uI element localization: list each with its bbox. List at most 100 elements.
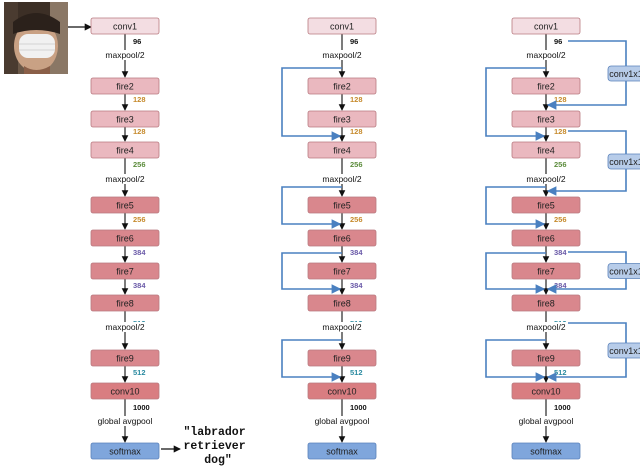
layer-fire5-box — [307, 196, 377, 214]
layer-conv1-label: conv1 — [534, 22, 558, 32]
conv1x1-label: conv1x1 — [609, 267, 640, 277]
channel-count: 384 — [350, 248, 363, 257]
channel-count: 256 — [350, 160, 363, 169]
conv1x1-label: conv1x1 — [609, 69, 640, 79]
layer-fire3-box — [90, 110, 160, 128]
bypass-connection — [281, 252, 342, 294]
prediction-line-2: retriever — [183, 440, 245, 453]
layer-fire3-box — [511, 110, 581, 128]
layer-conv1-label: conv1 — [113, 22, 137, 32]
layer-conv1-box — [90, 17, 160, 35]
layer-conv1-label: conv1 — [330, 22, 354, 32]
layer-fire5-box — [90, 196, 160, 214]
channel-count: 256 — [133, 160, 146, 169]
complex-bypass-in — [568, 40, 627, 66]
op-label-bg — [512, 416, 580, 426]
op-label-bg — [524, 322, 568, 332]
layer-fire3-label: fire3 — [333, 115, 351, 125]
channel-count: 128 — [133, 127, 146, 136]
conv1x1-box — [607, 342, 640, 359]
pool-op-label: global avgpool — [519, 416, 574, 426]
layer-softmax-label: softmax — [530, 447, 562, 457]
op-label-bg — [524, 174, 568, 184]
channel-count: 128 — [554, 95, 567, 104]
channel-count: 384 — [133, 281, 146, 290]
channel-count: 128 — [554, 127, 567, 136]
layer-fire4-box — [511, 141, 581, 159]
conv1x1-box — [607, 263, 640, 279]
column-1: 96maxpool/2128128256maxpool/225638438451… — [90, 17, 160, 460]
complex-bypass-in — [568, 251, 627, 264]
layer-conv10-label: conv10 — [110, 387, 139, 397]
layer-fire5-box — [511, 196, 581, 214]
input-image — [4, 2, 68, 74]
channel-count: 512 — [554, 368, 567, 377]
layer-conv10-label: conv10 — [327, 387, 356, 397]
op-label-bg — [320, 174, 364, 184]
layer-fire4-box — [307, 141, 377, 159]
channel-count: 1000 — [350, 403, 367, 412]
pool-op-label: maxpool/2 — [322, 50, 361, 60]
channel-count: 128 — [350, 127, 363, 136]
layer-fire8-box — [511, 294, 581, 312]
channel-count: 256 — [350, 215, 363, 224]
conv1x1-box — [607, 153, 640, 170]
pool-op-label: maxpool/2 — [526, 322, 565, 332]
layer-fire9-box — [307, 349, 377, 367]
pool-op-label: maxpool/2 — [105, 322, 144, 332]
channel-count: 384 — [554, 248, 567, 257]
layer-conv10-box — [511, 382, 581, 400]
column-3: 96maxpool/2128128256maxpool/225638438451… — [485, 17, 640, 460]
layer-softmax-box — [90, 442, 160, 460]
bypass-connection — [485, 67, 546, 141]
channel-count: 96 — [554, 37, 562, 46]
pool-op-label: maxpool/2 — [105, 50, 144, 60]
bypass-connection — [485, 186, 546, 229]
layer-fire2-box — [307, 77, 377, 95]
layer-fire2-label: fire2 — [116, 82, 134, 92]
layer-fire8-label: fire8 — [537, 299, 555, 309]
layer-fire5-label: fire5 — [333, 201, 351, 211]
channel-count: 256 — [554, 160, 567, 169]
layer-fire6-label: fire6 — [333, 234, 351, 244]
layer-conv10-box — [90, 382, 160, 400]
channel-count: 384 — [554, 281, 567, 290]
complex-bypass-out — [546, 277, 627, 294]
layer-fire2-label: fire2 — [537, 82, 555, 92]
op-label-bg — [320, 322, 364, 332]
op-label-bg — [91, 416, 159, 426]
layer-fire6-label: fire6 — [537, 234, 555, 244]
layer-fire6-label: fire6 — [116, 234, 134, 244]
pool-op-label: maxpool/2 — [322, 174, 361, 184]
layer-conv1-box — [307, 17, 377, 35]
channel-count: 1000 — [554, 403, 571, 412]
op-label-bg — [524, 50, 568, 60]
bypass-connection — [485, 252, 546, 294]
channel-count: 96 — [350, 37, 358, 46]
conv1x1-box — [607, 65, 640, 82]
layer-conv10-label: conv10 — [531, 387, 560, 397]
layer-softmax-label: softmax — [326, 447, 358, 457]
layer-fire6-box — [90, 229, 160, 247]
channel-count: 256 — [133, 215, 146, 224]
layer-fire5-label: fire5 — [537, 201, 555, 211]
layer-fire5-label: fire5 — [116, 201, 134, 211]
bypass-connection — [485, 339, 546, 382]
layer-fire4-label: fire4 — [537, 146, 555, 156]
layer-fire2-box — [90, 77, 160, 95]
pool-op-label: maxpool/2 — [526, 174, 565, 184]
pool-op-label: maxpool/2 — [526, 50, 565, 60]
channel-count: 384 — [133, 248, 146, 257]
prediction-line-1: "labrador — [183, 426, 245, 439]
layer-softmax-label: softmax — [109, 447, 141, 457]
layer-fire8-label: fire8 — [116, 299, 134, 309]
pool-op-label: global avgpool — [315, 416, 370, 426]
layer-fire4-label: fire4 — [116, 146, 134, 156]
layer-fire7-label: fire7 — [333, 267, 351, 277]
channel-count: 1000 — [133, 403, 150, 412]
layer-fire6-box — [307, 229, 377, 247]
layer-fire6-box — [511, 229, 581, 247]
layer-fire8-box — [307, 294, 377, 312]
op-label-bg — [308, 416, 376, 426]
complex-bypass-in — [568, 322, 627, 343]
